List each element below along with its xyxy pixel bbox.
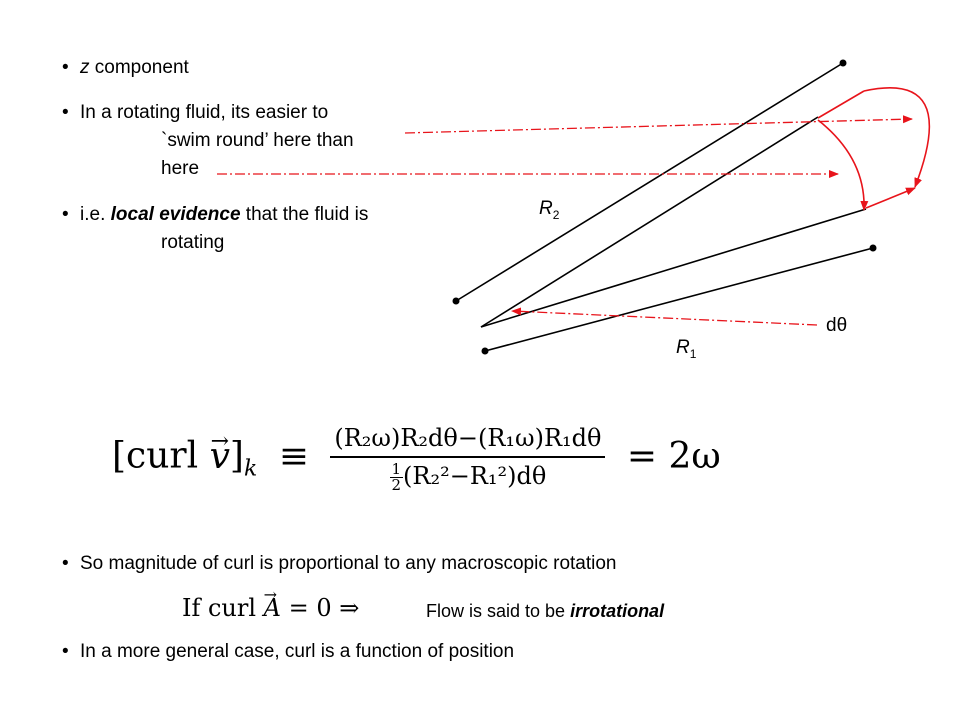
- outer-line-upper: [455, 62, 844, 302]
- irrotational-statement: Flow is said to be irrotational: [426, 599, 664, 623]
- bullet-z-component: • z component: [62, 56, 189, 80]
- equals-zero-implies: = 0 ⇒: [281, 594, 360, 622]
- component-text: component: [89, 57, 189, 78]
- bullet-rotating-fluid: • In a rotating fluid, its easier to: [62, 101, 328, 125]
- endpoint-dot: [839, 59, 847, 67]
- short-arc-r1: [817, 119, 869, 211]
- local-evidence-line2: rotating: [161, 232, 225, 253]
- bullet-dot: •: [62, 204, 69, 225]
- pointer-swim-round: [404, 115, 913, 134]
- r2-label: R2: [539, 198, 559, 222]
- outer-line-lower: [484, 247, 874, 352]
- irrotational-prefix: Flow is said to be: [426, 601, 571, 621]
- ie-prefix: i.e.: [80, 204, 111, 225]
- vector-a: A: [263, 594, 282, 622]
- rotating-fluid-line1: In a rotating fluid, its easier to: [80, 102, 329, 123]
- r1-label: R1: [676, 337, 696, 361]
- z-label: z: [80, 57, 90, 78]
- half-numerator: 1: [389, 460, 404, 478]
- irrotational-condition: If curl A→ = 0 ⇒: [182, 585, 360, 622]
- endpoint-dot: [869, 244, 877, 252]
- r1-sub: 1: [689, 346, 697, 361]
- bullet-dot: •: [62, 57, 69, 78]
- general-case-text: In a more general case, curl is a functi…: [80, 641, 515, 662]
- rotating-fluid-line2: `swim round’ here than: [161, 130, 354, 151]
- denominator-rest: (R₂²−R₁²)dθ: [403, 462, 547, 490]
- endpoint-dot: [481, 347, 489, 355]
- if-curl: If curl: [182, 594, 264, 622]
- r2-sub: 2: [552, 207, 560, 222]
- long-radial-segment: [865, 187, 916, 209]
- rhs-2omega: = 2ω: [626, 435, 721, 477]
- endpoint-dot: [452, 297, 460, 305]
- vector-v: v: [209, 435, 230, 477]
- bullet-dot: •: [62, 102, 69, 123]
- bullet-general-case: • In a more general case, curl is a funct…: [62, 640, 514, 664]
- lhs-open: [curl: [112, 435, 210, 477]
- irrotational-emphasis: irrotational: [570, 601, 665, 621]
- dtheta-label: dθ: [826, 315, 848, 336]
- bullet-dot: •: [62, 641, 69, 662]
- lhs-close: ]: [229, 435, 244, 477]
- long-arc-r2: [863, 87, 931, 188]
- bullet-dot: •: [62, 553, 69, 574]
- local-evidence-emphasis: local evidence: [110, 204, 241, 225]
- inner-line-upper: [480, 116, 819, 328]
- rotating-fluid-line3: here: [161, 158, 200, 179]
- pointer-dtheta: [511, 307, 818, 326]
- macroscopic-rotation-text: So magnitude of curl is proportional to …: [80, 553, 617, 574]
- numerator: (R₂ω)R₂dθ−(R₁ω)R₁dθ: [330, 424, 606, 458]
- bullet-macroscopic-rotation: • So magnitude of curl is proportional to…: [62, 552, 617, 576]
- ie-suffix: that the fluid is: [240, 204, 369, 225]
- r2-base: R: [539, 198, 553, 219]
- lhs-sub-k: k: [243, 456, 258, 482]
- inner-line-lower: [480, 208, 867, 328]
- half-denominator: 2: [391, 476, 402, 494]
- short-radial-segment: [817, 90, 865, 119]
- bullet-local-evidence: • i.e. local evidence that the fluid is: [62, 203, 368, 227]
- equiv-sign: ≡: [278, 435, 309, 477]
- r1-base: R: [676, 337, 690, 358]
